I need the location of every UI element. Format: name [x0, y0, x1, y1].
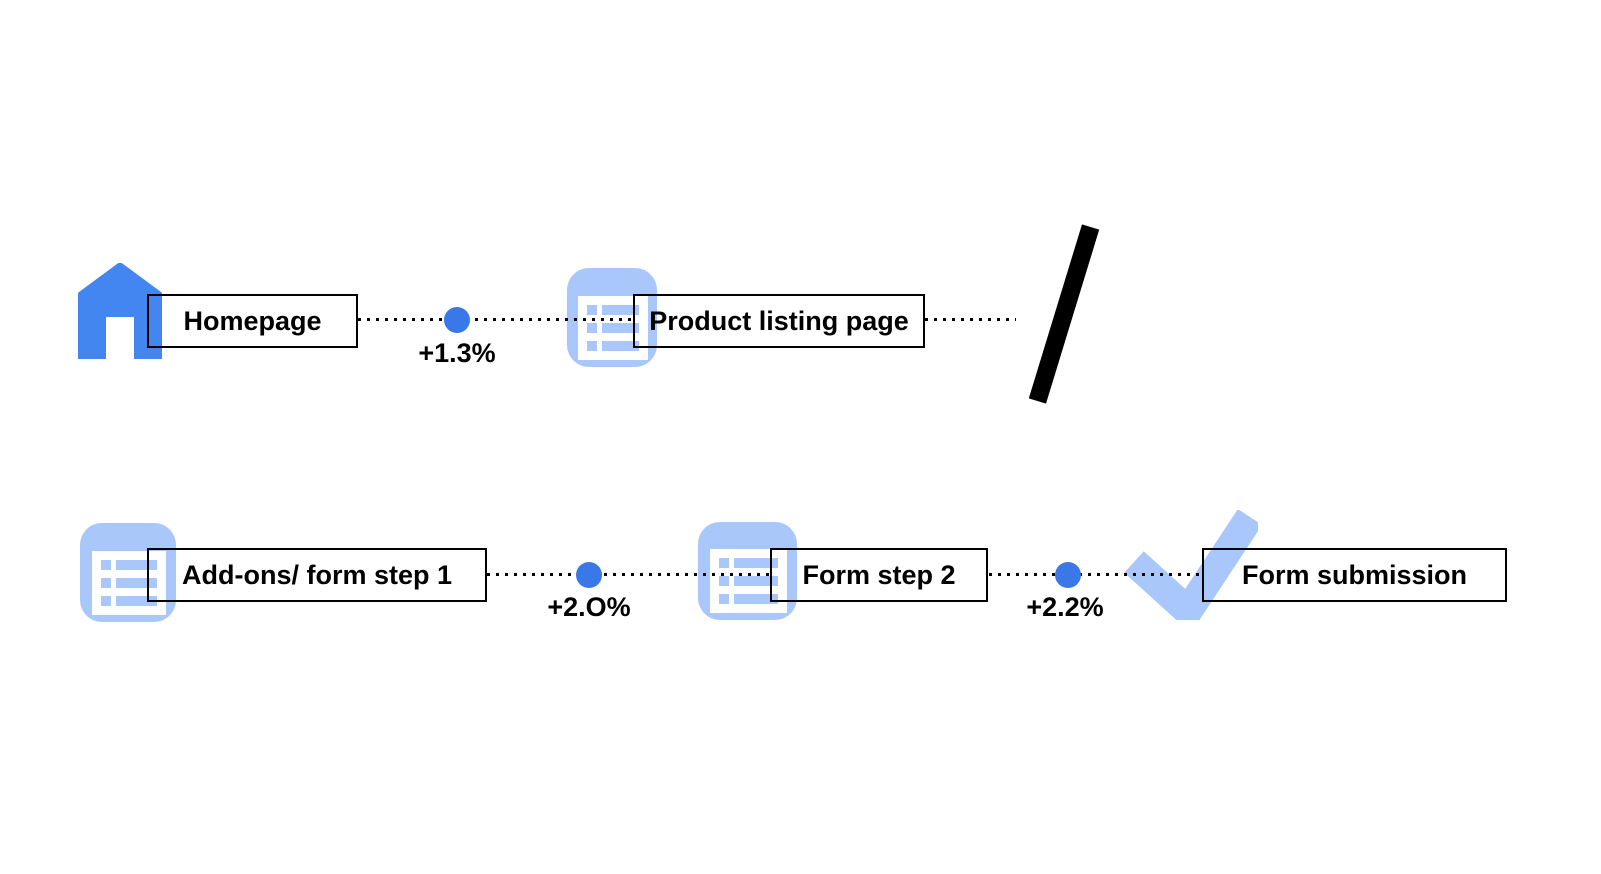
conversion-dot [576, 562, 602, 588]
delta-label: +2.O% [547, 592, 631, 622]
connector-line [487, 573, 770, 576]
addons-box-fill [147, 548, 487, 602]
delta-label: +1.3% [418, 338, 496, 368]
homepage-label: Homepage [183, 305, 322, 336]
form-step-2-label: Form step 2 [802, 559, 956, 590]
addons-form-step-1-label-box: Add-ons/ form step 1 [147, 548, 487, 602]
product-listing-box-fill [633, 294, 925, 348]
break-slash [1028, 224, 1100, 404]
list-icon [80, 523, 176, 622]
form-submission-label: Form submission [1241, 559, 1468, 590]
conversion-dot [1055, 562, 1081, 588]
form-step-2-box-fill [770, 548, 988, 602]
form-step-2-label-box: Form step 2 [770, 548, 988, 602]
homepage-label-box: Homepage [147, 294, 358, 348]
conversion-dot [444, 307, 470, 333]
connector-line [989, 573, 1202, 576]
connector-line [925, 318, 1016, 321]
homepage-box-fill [147, 294, 358, 348]
list-icon [698, 522, 797, 620]
list-icon [567, 268, 657, 367]
product-listing-page-label-box: Product listing page [633, 294, 925, 348]
addons-form-step-1-label: Add-ons/ form step 1 [181, 559, 452, 590]
list-icon-paper [91, 550, 167, 616]
list-icon-paper [709, 549, 788, 614]
product-listing-page-label: Product listing page [649, 305, 909, 336]
form-submission-box-fill [1202, 548, 1507, 602]
connector-line [358, 318, 633, 321]
form-submission-label-box: Form submission [1202, 548, 1507, 602]
delta-label: +2.2% [1026, 592, 1104, 622]
list-icon-paper [577, 295, 648, 361]
